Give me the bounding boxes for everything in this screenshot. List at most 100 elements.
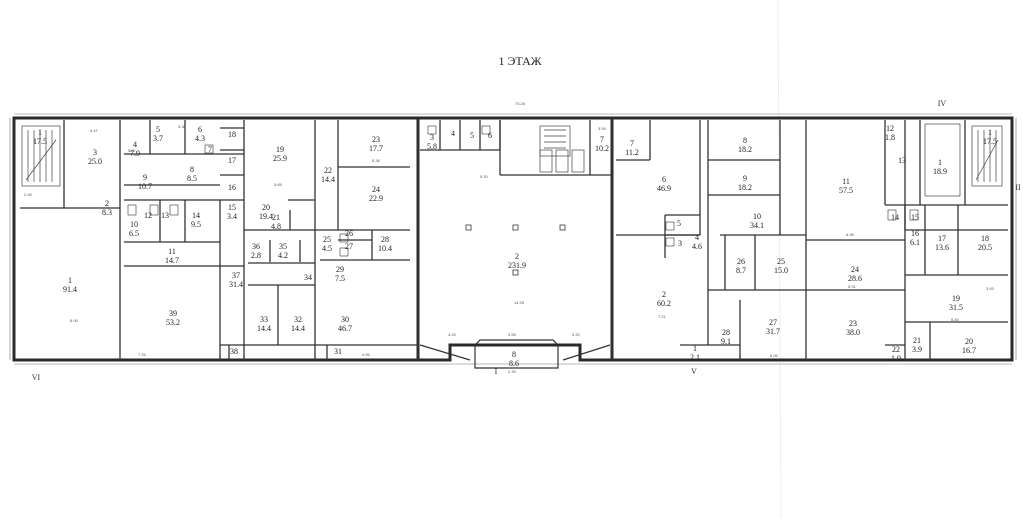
room-number: 28 bbox=[381, 235, 389, 244]
room-number: 1 bbox=[693, 344, 697, 353]
room-number: 19 bbox=[276, 145, 284, 154]
room-number: 15 bbox=[911, 213, 919, 222]
dimension-label: 4.95 bbox=[362, 352, 371, 357]
room-area: 8.3 bbox=[102, 208, 112, 217]
dimension-label: 3.93 bbox=[986, 286, 995, 291]
room-number: 13 bbox=[898, 156, 906, 165]
room-area: 231.9 bbox=[508, 261, 526, 270]
dimension-label: 4.47 bbox=[90, 128, 99, 133]
room-number: 36 bbox=[252, 242, 260, 251]
room-number: 18 bbox=[228, 130, 236, 139]
room-number: 5 bbox=[677, 219, 681, 228]
room-number: 31 bbox=[334, 347, 342, 356]
room-number: 35 bbox=[279, 242, 287, 251]
room-number: 17 bbox=[938, 234, 946, 243]
room-number: 24 bbox=[851, 265, 859, 274]
room-number: 7 bbox=[600, 135, 604, 144]
room-area: 14.4 bbox=[321, 175, 335, 184]
room-area: 4.8 bbox=[271, 222, 281, 231]
room-number: 2 bbox=[662, 290, 666, 299]
room-area: 14.7 bbox=[165, 256, 179, 265]
room-number: 22 bbox=[892, 345, 900, 354]
room-area: 8.6 bbox=[509, 359, 519, 368]
room-area: 11.2 bbox=[625, 148, 639, 157]
room-area: 53.2 bbox=[166, 318, 180, 327]
room-area: 22.9 bbox=[369, 194, 383, 203]
room-number: 17 bbox=[228, 156, 236, 165]
axis-label: V bbox=[691, 367, 697, 376]
room-number: 19 bbox=[952, 294, 960, 303]
dimension-label: 9.20 bbox=[480, 174, 489, 179]
room-number: 32 bbox=[294, 315, 302, 324]
room-area: 8.7 bbox=[736, 266, 746, 275]
room-area: 15.0 bbox=[774, 266, 788, 275]
room-area: 18.2 bbox=[738, 183, 752, 192]
dimension-label: 4.25 bbox=[448, 332, 457, 337]
room-number: 9 bbox=[743, 174, 747, 183]
room-number: 2 bbox=[515, 252, 519, 261]
room-area: 25.9 bbox=[273, 154, 287, 163]
room-number: 23 bbox=[372, 135, 380, 144]
floor-title: 1 ЭТАЖ bbox=[498, 54, 542, 68]
room-number: 23 bbox=[849, 319, 857, 328]
sanitary-fixtures bbox=[127, 125, 919, 257]
room-number: 22 bbox=[324, 166, 332, 175]
dimension-label: 6.40 bbox=[951, 317, 960, 322]
dimension-label: 4.32 bbox=[572, 332, 581, 337]
dimension-label: 3.59 bbox=[598, 126, 607, 131]
room-number: 14 bbox=[891, 213, 899, 222]
room-number: 12 bbox=[144, 211, 152, 220]
dimension-label: 5.87 bbox=[128, 148, 137, 153]
room-number: 6 bbox=[662, 175, 666, 184]
dimension-label: 5.91 bbox=[848, 284, 857, 289]
room-area: 4.2 bbox=[278, 251, 288, 260]
room-area: 17.5 bbox=[33, 137, 47, 146]
room-number: 12 bbox=[886, 124, 894, 133]
room-area: 31.4 bbox=[229, 280, 243, 289]
room-number: 24 bbox=[372, 185, 380, 194]
room-area: 25.0 bbox=[88, 157, 102, 166]
room-number: 27 bbox=[345, 242, 353, 251]
room-number: 10 bbox=[753, 212, 761, 221]
room-number: 14 bbox=[192, 211, 200, 220]
room-area: 28.6 bbox=[848, 274, 862, 283]
room-number: 26 bbox=[737, 257, 745, 266]
room-number: 25 bbox=[323, 235, 331, 244]
room-number: 3 bbox=[93, 148, 97, 157]
dimension-label: 5.65 bbox=[274, 182, 283, 187]
room-number: 1 bbox=[38, 128, 42, 137]
room-number: 30 bbox=[341, 315, 349, 324]
dimension-label: 7.25 bbox=[138, 352, 147, 357]
room-area: 14.4 bbox=[257, 324, 271, 333]
room-number: 7 bbox=[630, 139, 634, 148]
room-area: 19.4 bbox=[259, 212, 273, 221]
room-number: 3 bbox=[678, 239, 682, 248]
room-number: 20 bbox=[262, 203, 270, 212]
dimension-label: 6.36 bbox=[846, 232, 855, 237]
room-area: 34.1 bbox=[750, 221, 764, 230]
room-area: 4.6 bbox=[692, 242, 702, 251]
room-number: 8 bbox=[743, 136, 747, 145]
room-area: 9.5 bbox=[191, 220, 201, 229]
room-number: 4 bbox=[133, 140, 137, 149]
axis-label: II bbox=[1015, 183, 1021, 192]
room-number: 5 bbox=[156, 125, 160, 134]
room-area: 7.9 bbox=[130, 149, 140, 158]
room-number: 8 bbox=[512, 350, 516, 359]
room-area: 2.8 bbox=[251, 251, 261, 260]
room-area: 7.5 bbox=[335, 274, 345, 283]
room-number: 1 bbox=[988, 128, 992, 137]
room-area: 60.2 bbox=[657, 299, 671, 308]
room-area: 8.5 bbox=[187, 174, 197, 183]
dimension-label: 5.06 bbox=[770, 353, 779, 358]
room-number: 4 bbox=[451, 129, 455, 138]
room-area: 10.2 bbox=[595, 144, 609, 153]
axis-label: IV bbox=[938, 99, 947, 108]
dimension-label: 7.21 bbox=[658, 314, 667, 319]
room-number: 16 bbox=[911, 229, 919, 238]
room-number: 18 bbox=[981, 234, 989, 243]
room-number: 16 bbox=[228, 183, 236, 192]
room-area: 1.9 bbox=[891, 354, 901, 363]
room-number: 20 bbox=[965, 337, 973, 346]
